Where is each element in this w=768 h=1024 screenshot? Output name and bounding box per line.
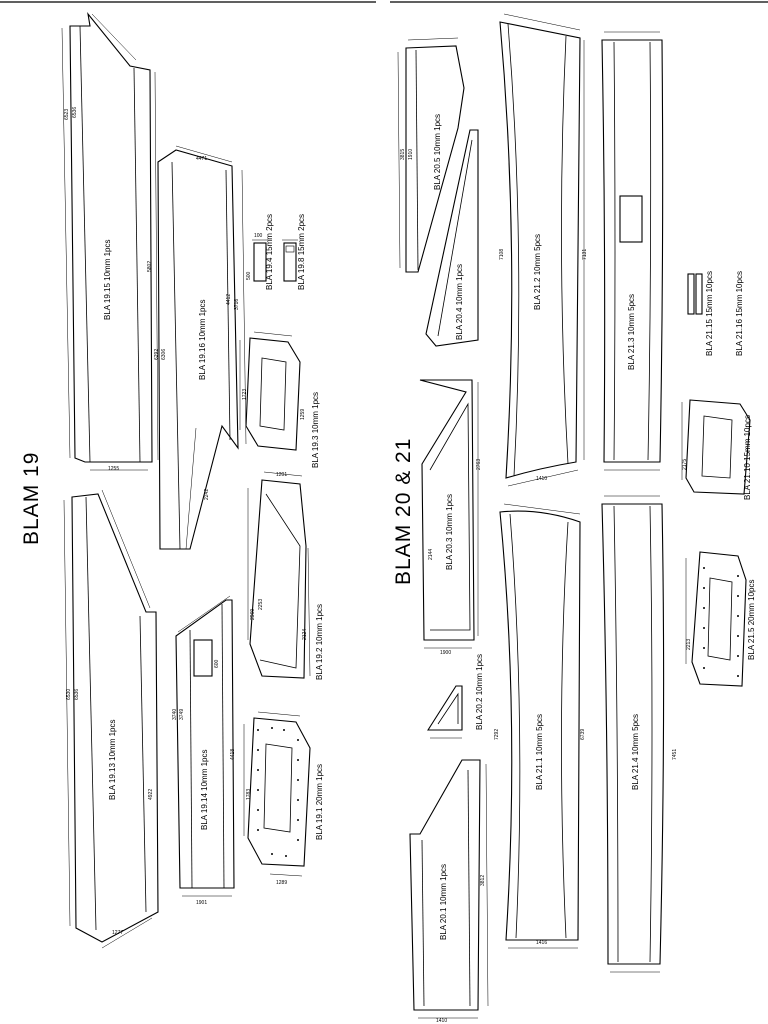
- label-bla-19-14: BLA 19.14 10mm 1pcs: [200, 750, 209, 831]
- label-bla-21-4: BLA 21.4 10mm 5pcs: [631, 714, 640, 790]
- dim-6536: 6536: [72, 107, 78, 118]
- dim-600: 600: [214, 659, 220, 668]
- dim-7131: 7131: [582, 249, 588, 260]
- label-bla-21-10: BLA 21.10 15mm 10pcs: [743, 415, 752, 500]
- part-bla-19-3: BLA 19.3 10mm 1pcs 1723 1259: [239, 331, 320, 468]
- dim-5802: 5802: [147, 261, 153, 272]
- dim-1723: 1723: [242, 389, 248, 400]
- title-blam-20-21: BLAM 20 & 21: [392, 438, 415, 585]
- label-bla-21-16: BLA 21.16 15mm 10pcs: [735, 271, 744, 356]
- dim-4412: 4412: [226, 294, 232, 305]
- dim-500: 500: [246, 271, 252, 280]
- part-bla-19-14: BLA 19.14 10mm 1pcs 3740 3749 1901 4418 …: [172, 595, 236, 906]
- label-bla-21-5: BLA 21.5 20mm 10pcs: [747, 580, 756, 661]
- part-bla-20-4: BLA 20.4 10mm 1pcs: [425, 129, 479, 347]
- dim-3716: 3716: [234, 299, 240, 310]
- dim-3740: 3740: [172, 709, 178, 720]
- label-bla-21-1: BLA 21.1 10mm 5pcs: [535, 714, 544, 790]
- part-bla-21-2: BLA 21.2 10mm 5pcs 7108 7131 1410: [499, 13, 588, 487]
- dim-7108: 7108: [499, 249, 505, 260]
- label-bla-21-15: BLA 21.15 15mm 10pcs: [705, 271, 714, 356]
- label-bla-19-2: BLA 19.2 10mm 1pcs: [315, 604, 324, 680]
- dim-2253: 2253: [258, 599, 264, 610]
- label-bla-20-2: BLA 20.2 10mm 1pcs: [475, 654, 484, 730]
- dim-3815: 3815: [400, 149, 406, 160]
- dim-2144: 2144: [428, 549, 434, 560]
- dim-1201: 1201: [276, 472, 287, 478]
- label-bla-20-1: BLA 20.1 10mm 1pcs: [439, 864, 448, 940]
- dim-2242: 2242: [204, 489, 210, 500]
- dim-1900: 1900: [440, 650, 451, 656]
- dim-100: 100: [254, 233, 263, 239]
- dim-2124: 2124: [302, 629, 308, 640]
- part-bla-19-15: BLA 19.15 10mm 1pcs 6523 6536 1255 5802: [61, 12, 159, 472]
- label-bla-19-13: BLA 19.13 10mm 1pcs: [108, 720, 117, 801]
- dim-1277: 1277: [112, 930, 123, 936]
- part-bla-21-4: BLA 21.4 10mm 5pcs 7451: [601, 495, 678, 973]
- dim-1255: 1255: [108, 466, 119, 472]
- part-bla-21-3: BLA 21.3 10mm 5pcs: [601, 31, 664, 471]
- label-bla-20-4: BLA 20.4 10mm 1pcs: [455, 264, 464, 340]
- dim-6306: 6306: [161, 349, 167, 360]
- dim-2969: 2969: [250, 609, 256, 620]
- dim-3749: 3749: [179, 709, 185, 720]
- bolt-holes-21-5: [703, 567, 739, 677]
- dim-7292: 7292: [494, 729, 500, 740]
- part-bla-19-8: BLA 19.8 15mm 2pcs: [282, 214, 306, 290]
- part-bla-21-10: BLA 21.10 15mm 10pcs 2175: [681, 399, 752, 500]
- part-bla-21-5: BLA 21.5 20mm 10pcs 2213: [685, 551, 756, 687]
- part-bla-20-5: BLA 20.5 10mm 1pcs 3815 1910: [397, 37, 465, 273]
- part-bla-19-2: BLA 19.2 10mm 1pcs 1201 2969 2253 2124: [247, 471, 324, 680]
- label-bla-19-16: BLA 19.16 10mm 1pcs: [198, 300, 207, 381]
- dim-6739: 6739: [580, 729, 586, 740]
- part-bla-19-13: BLA 19.13 10mm 1pcs 6530 6536 1277 4922: [63, 489, 159, 949]
- dim-1289: 1289: [276, 880, 287, 886]
- dim-6523: 6523: [64, 109, 70, 120]
- part-bla-19-4: 100 500 BLA 19.4 15mm 2pcs: [246, 214, 274, 290]
- bolt-holes-19-1: [257, 727, 299, 857]
- part-bla-19-16: BLA 19.16 10mm 1pcs 4471 6292 6306 3716 …: [154, 145, 247, 550]
- label-bla-20-3: BLA 20.3 10mm 1pcs: [445, 494, 454, 570]
- dim-2213: 2213: [686, 639, 692, 650]
- title-blam-19: BLAM 19: [20, 452, 43, 545]
- part-bla-21-16: BLA 21.16 15mm 10pcs: [735, 271, 744, 356]
- dim-2763: 2763: [476, 459, 482, 470]
- label-bla-19-1: BLA 19.1 20mm 1pcs: [315, 764, 324, 840]
- label-bla-21-2: BLA 21.2 10mm 5pcs: [533, 234, 542, 310]
- label-bla-19-4: BLA 19.4 15mm 2pcs: [265, 214, 274, 290]
- part-bla-21-1: BLA 21.1 10mm 5pcs 7292 6739 1416: [494, 503, 586, 949]
- dim-6292: 6292: [154, 349, 160, 360]
- part-bla-20-2: BLA 20.2 10mm 1pcs: [426, 654, 484, 739]
- dim-3812: 3812: [480, 875, 486, 886]
- dim-4922: 4922: [148, 789, 154, 800]
- dim-1910: 1910: [408, 149, 414, 160]
- dim-7451: 7451: [672, 749, 678, 760]
- dim-4418: 4418: [230, 749, 236, 760]
- dim-1410b: 1410: [436, 1018, 447, 1024]
- dim-1416: 1416: [536, 940, 547, 946]
- dim-1783: 1783: [246, 789, 252, 800]
- dim-1901: 1901: [196, 900, 207, 906]
- dim-6530: 6530: [66, 689, 72, 700]
- dim-4471: 4471: [196, 156, 207, 162]
- dim-1410: 1410: [536, 476, 547, 482]
- part-bla-20-1: BLA 20.1 10mm 1pcs 3812 1410: [409, 759, 489, 1024]
- dim-2175: 2175: [682, 459, 688, 470]
- label-bla-19-3: BLA 19.3 10mm 1pcs: [311, 392, 320, 468]
- label-bla-19-15: BLA 19.15 10mm 1pcs: [103, 240, 112, 321]
- label-bla-19-8: BLA 19.8 15mm 2pcs: [297, 214, 306, 290]
- part-bla-21-15: BLA 21.15 15mm 10pcs: [687, 271, 714, 356]
- part-bla-20-3: BLA 20.3 10mm 1pcs 2144 2763 1900: [419, 379, 482, 656]
- label-bla-20-5: BLA 20.5 10mm 1pcs: [433, 114, 442, 190]
- dim-1259: 1259: [300, 409, 306, 420]
- dim-6536b: 6536: [74, 689, 80, 700]
- part-bla-19-1: BLA 19.1 20mm 1pcs 1783 1289: [243, 711, 324, 886]
- label-bla-21-3: BLA 21.3 10mm 5pcs: [627, 294, 636, 370]
